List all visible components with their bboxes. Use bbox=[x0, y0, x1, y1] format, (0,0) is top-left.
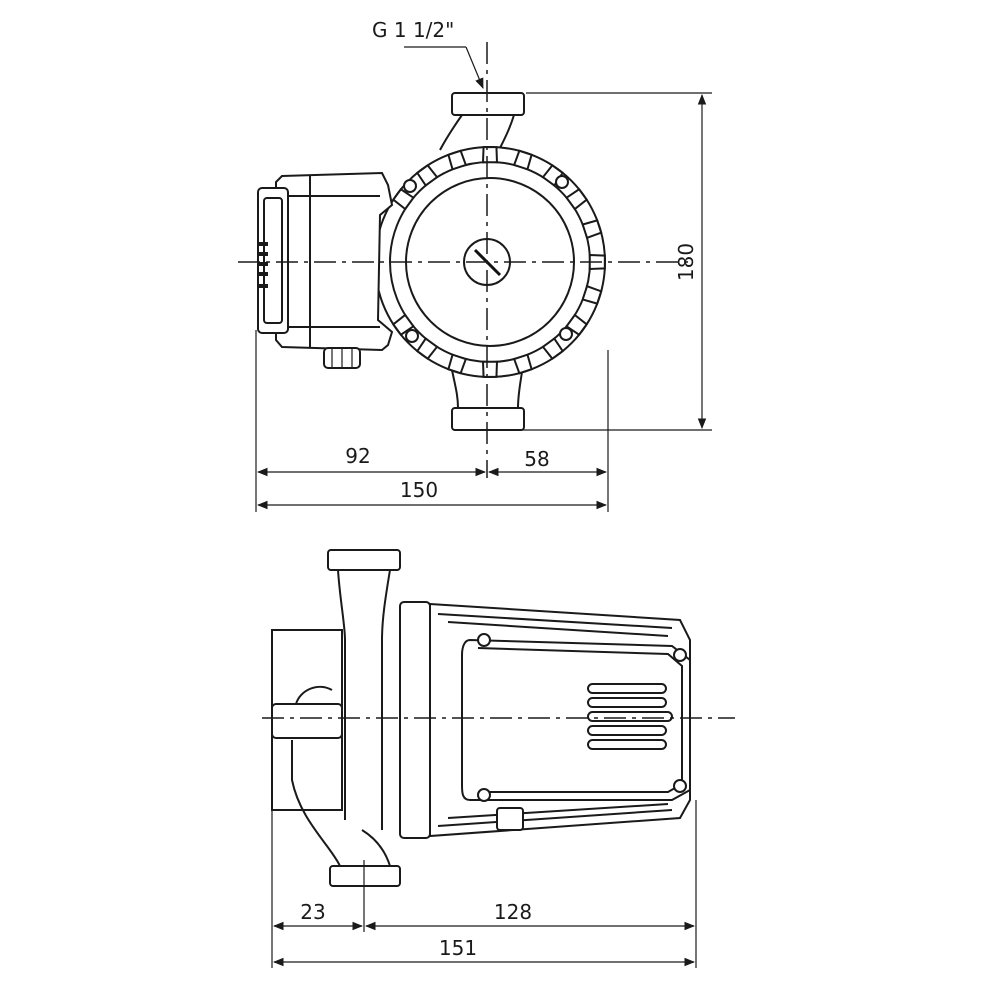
dimension-widths: 92 58 150 bbox=[255, 330, 609, 512]
lower-flange bbox=[451, 407, 525, 431]
upper-neck bbox=[439, 114, 515, 151]
side-cable-gland bbox=[496, 807, 524, 831]
motor-flange-plate bbox=[399, 601, 431, 839]
dimension-lengths: 23 128 151 bbox=[271, 800, 697, 968]
cooling-rib bbox=[512, 149, 533, 171]
cover-screw-top-left bbox=[477, 633, 491, 647]
front-view: G 1 1/2" 180 92 58 150 bbox=[238, 18, 712, 512]
label-23: 23 bbox=[300, 900, 325, 924]
cover-screw-bottom-left bbox=[477, 788, 491, 802]
cooling-rib bbox=[391, 187, 415, 211]
cooling-rib bbox=[565, 187, 589, 211]
side-view: 23 128 151 bbox=[262, 549, 735, 968]
cooling-rib bbox=[581, 219, 603, 240]
cooling-rib bbox=[512, 353, 533, 375]
bolt-bottom-left bbox=[405, 329, 419, 343]
label-151: 151 bbox=[439, 936, 477, 960]
inlet-stub bbox=[271, 703, 343, 739]
cover-screw-bottom-right bbox=[673, 779, 687, 793]
cooling-rib bbox=[415, 163, 439, 187]
bolt-bottom-right bbox=[559, 327, 573, 341]
cooling-rib bbox=[447, 353, 468, 375]
cooling-rib bbox=[391, 313, 415, 337]
side-lower-flange bbox=[329, 865, 401, 887]
label-150: 150 bbox=[400, 478, 438, 502]
label-58: 58 bbox=[524, 447, 549, 471]
cooling-ribs bbox=[391, 146, 606, 378]
label-180: 180 bbox=[674, 243, 698, 281]
dimension-180: 180 bbox=[520, 92, 712, 431]
bolt-top-left bbox=[403, 179, 417, 193]
cooling-rib bbox=[565, 313, 589, 337]
side-upper-pipe bbox=[337, 569, 391, 830]
cooling-rib bbox=[581, 284, 603, 305]
cooling-rib bbox=[447, 149, 468, 171]
control-cover bbox=[461, 638, 691, 801]
lower-neck bbox=[451, 369, 523, 409]
cooling-rib bbox=[541, 337, 565, 361]
label-128: 128 bbox=[494, 900, 532, 924]
bolt-top-right bbox=[555, 175, 569, 189]
cooling-rib bbox=[481, 360, 499, 378]
thread-label: G 1 1/2" bbox=[372, 18, 454, 42]
vent-slots bbox=[587, 683, 673, 750]
cooling-rib bbox=[415, 337, 439, 361]
label-92: 92 bbox=[345, 444, 370, 468]
thread-callout: G 1 1/2" bbox=[372, 18, 484, 89]
cooling-rib bbox=[541, 163, 565, 187]
side-upper-flange bbox=[327, 549, 401, 571]
cooling-rib bbox=[481, 146, 499, 164]
cover-screw-top-right bbox=[673, 648, 687, 662]
upper-flange bbox=[451, 92, 525, 116]
